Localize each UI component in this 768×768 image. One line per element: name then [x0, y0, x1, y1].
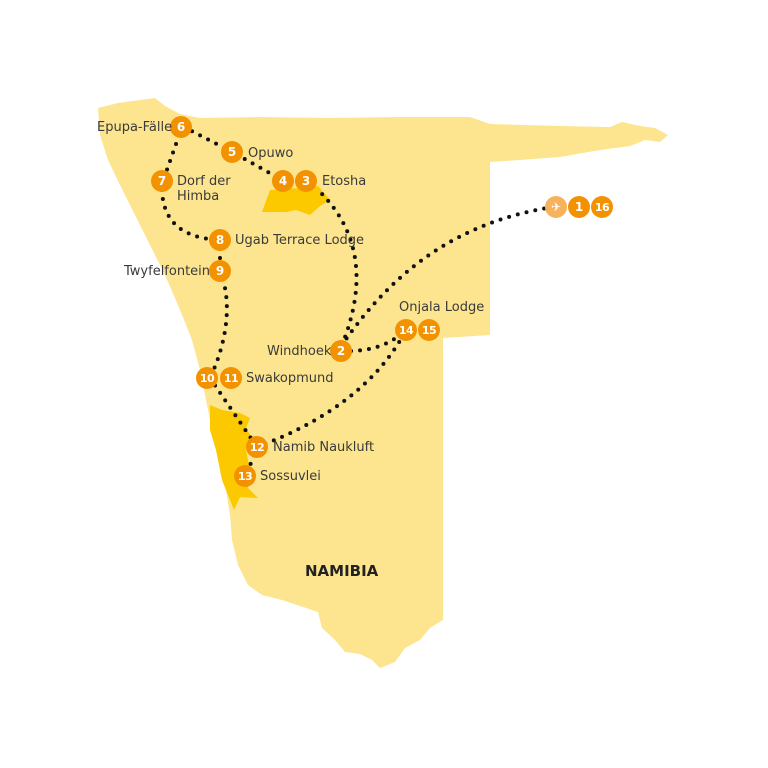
stop-marker-3[interactable]: 3 — [295, 170, 317, 192]
label-swakopmund: Swakopmund — [246, 371, 334, 386]
stop-marker-1[interactable]: 1 — [568, 196, 590, 218]
stop-marker-2[interactable]: 2 — [330, 340, 352, 362]
label-twyfelfontein: Twyfelfontein — [124, 264, 211, 279]
label-etosha: Etosha — [322, 174, 367, 189]
label-onjala-lodge: Onjala Lodge — [399, 300, 485, 315]
stop-marker-6[interactable]: 6 — [170, 116, 192, 138]
label-ugab-terrace-lodge: Ugab Terrace Lodge — [235, 233, 365, 248]
stop-marker-7[interactable]: 7 — [151, 170, 173, 192]
label-epupa-falls: Epupa-Fälle — [97, 120, 173, 135]
stop-marker-5[interactable]: 5 — [221, 141, 243, 163]
country-label: NAMIBIA — [305, 562, 379, 580]
label-opuwo: Opuwo — [248, 146, 294, 161]
stop-marker-13[interactable]: 13 — [234, 465, 256, 487]
label-namib-naukluft: Namib Naukluft — [273, 440, 375, 455]
stop-marker-10[interactable]: 10 — [196, 367, 218, 389]
route-himba-ugab — [159, 179, 222, 242]
stop-marker-14[interactable]: 14 — [395, 319, 417, 341]
stop-marker-11[interactable]: 11 — [220, 367, 242, 389]
airplane-icon[interactable]: ✈ — [545, 196, 567, 218]
stop-marker-12[interactable]: 12 — [246, 436, 268, 458]
label-sossusvlei: Sossuvlei — [260, 469, 321, 484]
stop-marker-8[interactable]: 8 — [209, 229, 231, 251]
namibia-land — [98, 98, 668, 668]
stop-marker-16[interactable]: 16 — [591, 196, 613, 218]
route-naukluft-onjala — [255, 328, 408, 449]
stop-marker-4[interactable]: 4 — [272, 170, 294, 192]
stop-marker-9[interactable]: 9 — [209, 260, 231, 282]
stop-marker-15[interactable]: 15 — [418, 319, 440, 341]
label-windhoek: Windhoek — [267, 344, 332, 359]
etosha-park — [262, 186, 330, 215]
label-himba-village: Dorf der Himba — [177, 174, 231, 204]
route-windhoek-etosha — [316, 188, 359, 347]
